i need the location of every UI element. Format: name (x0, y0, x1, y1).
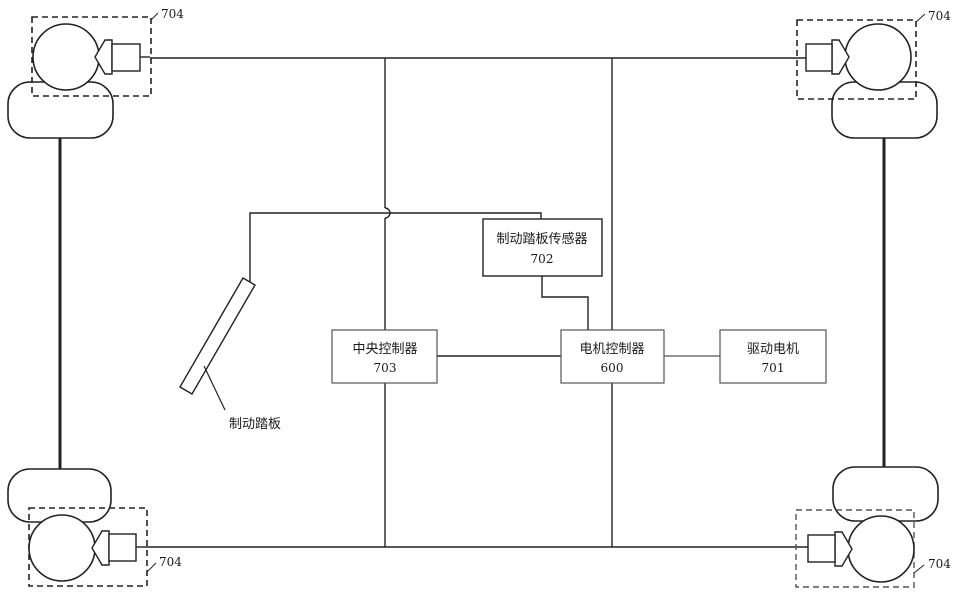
actuator-bottom-left (91, 530, 110, 566)
wheel-ref-bottom-left: 704 (159, 555, 182, 569)
wheel-disc-top-left (32, 23, 100, 91)
tire-top-left (7, 81, 114, 139)
central-controller-box: 中央控制器 703 (331, 329, 438, 384)
sensor-to-motor-line (541, 276, 589, 330)
motor-block-top-right (805, 43, 833, 72)
ref-leader-bottom-left (146, 562, 157, 573)
wheel-unit-bottom-left: 704 (7, 468, 182, 587)
brake-pedal-label: 制动踏板 (229, 417, 281, 432)
tire-top-right (831, 81, 938, 139)
central-controller-label: 中央控制器 (352, 342, 417, 357)
brake-pedal-bar (179, 277, 256, 395)
motor-controller-ref: 600 (601, 361, 624, 375)
ref-leader-top-right (915, 13, 926, 23)
central-controller-frame (331, 329, 438, 384)
brake-pedal: 制动踏板 (179, 277, 281, 432)
wheel-ref-top-left: 704 (161, 7, 184, 21)
wheel-disc-bottom-right (847, 515, 915, 583)
motor-block-bottom-left (108, 533, 137, 562)
ref-leader-bottom-right (913, 564, 925, 574)
brake-sensor-frame (482, 218, 603, 277)
brake-sensor-box: 制动踏板传感器 702 (482, 218, 603, 277)
wheel-unit-top-left: 704 (7, 7, 184, 139)
wheel-disc-top-right (844, 23, 912, 91)
drive-motor-ref: 701 (762, 361, 785, 375)
motor-block-top-left (111, 43, 141, 72)
drive-motor-label: 驱动电机 (747, 342, 799, 357)
wiring (58, 57, 886, 548)
ref-leader-top-left (150, 12, 159, 21)
wheel-ref-top-right: 704 (928, 9, 951, 23)
pedal-signal-line (249, 212, 542, 285)
wheel-unit-bottom-right: 704 (795, 466, 951, 588)
tire-bottom-left (7, 468, 112, 523)
motor-controller-box: 电机控制器 600 (560, 329, 665, 384)
motor-controller-frame (560, 329, 665, 384)
central-controller-ref: 703 (374, 361, 397, 375)
motor-block-bottom-right (807, 534, 836, 563)
wheel-ref-bottom-right: 704 (928, 557, 951, 571)
brake-pedal-leader (203, 365, 226, 411)
brake-sensor-ref: 702 (531, 252, 554, 266)
brake-sensor-label: 制动踏板传感器 (496, 231, 587, 247)
motor-controller-label: 电机控制器 (579, 342, 644, 357)
drive-motor-box: 驱动电机 701 (719, 329, 827, 384)
wheel-unit-top-right: 704 (796, 9, 951, 139)
wheel-disc-bottom-left (28, 514, 96, 582)
dashed-frame-bottom-right (795, 509, 915, 588)
drive-motor-frame (719, 329, 827, 384)
tire-bottom-right (832, 466, 939, 522)
